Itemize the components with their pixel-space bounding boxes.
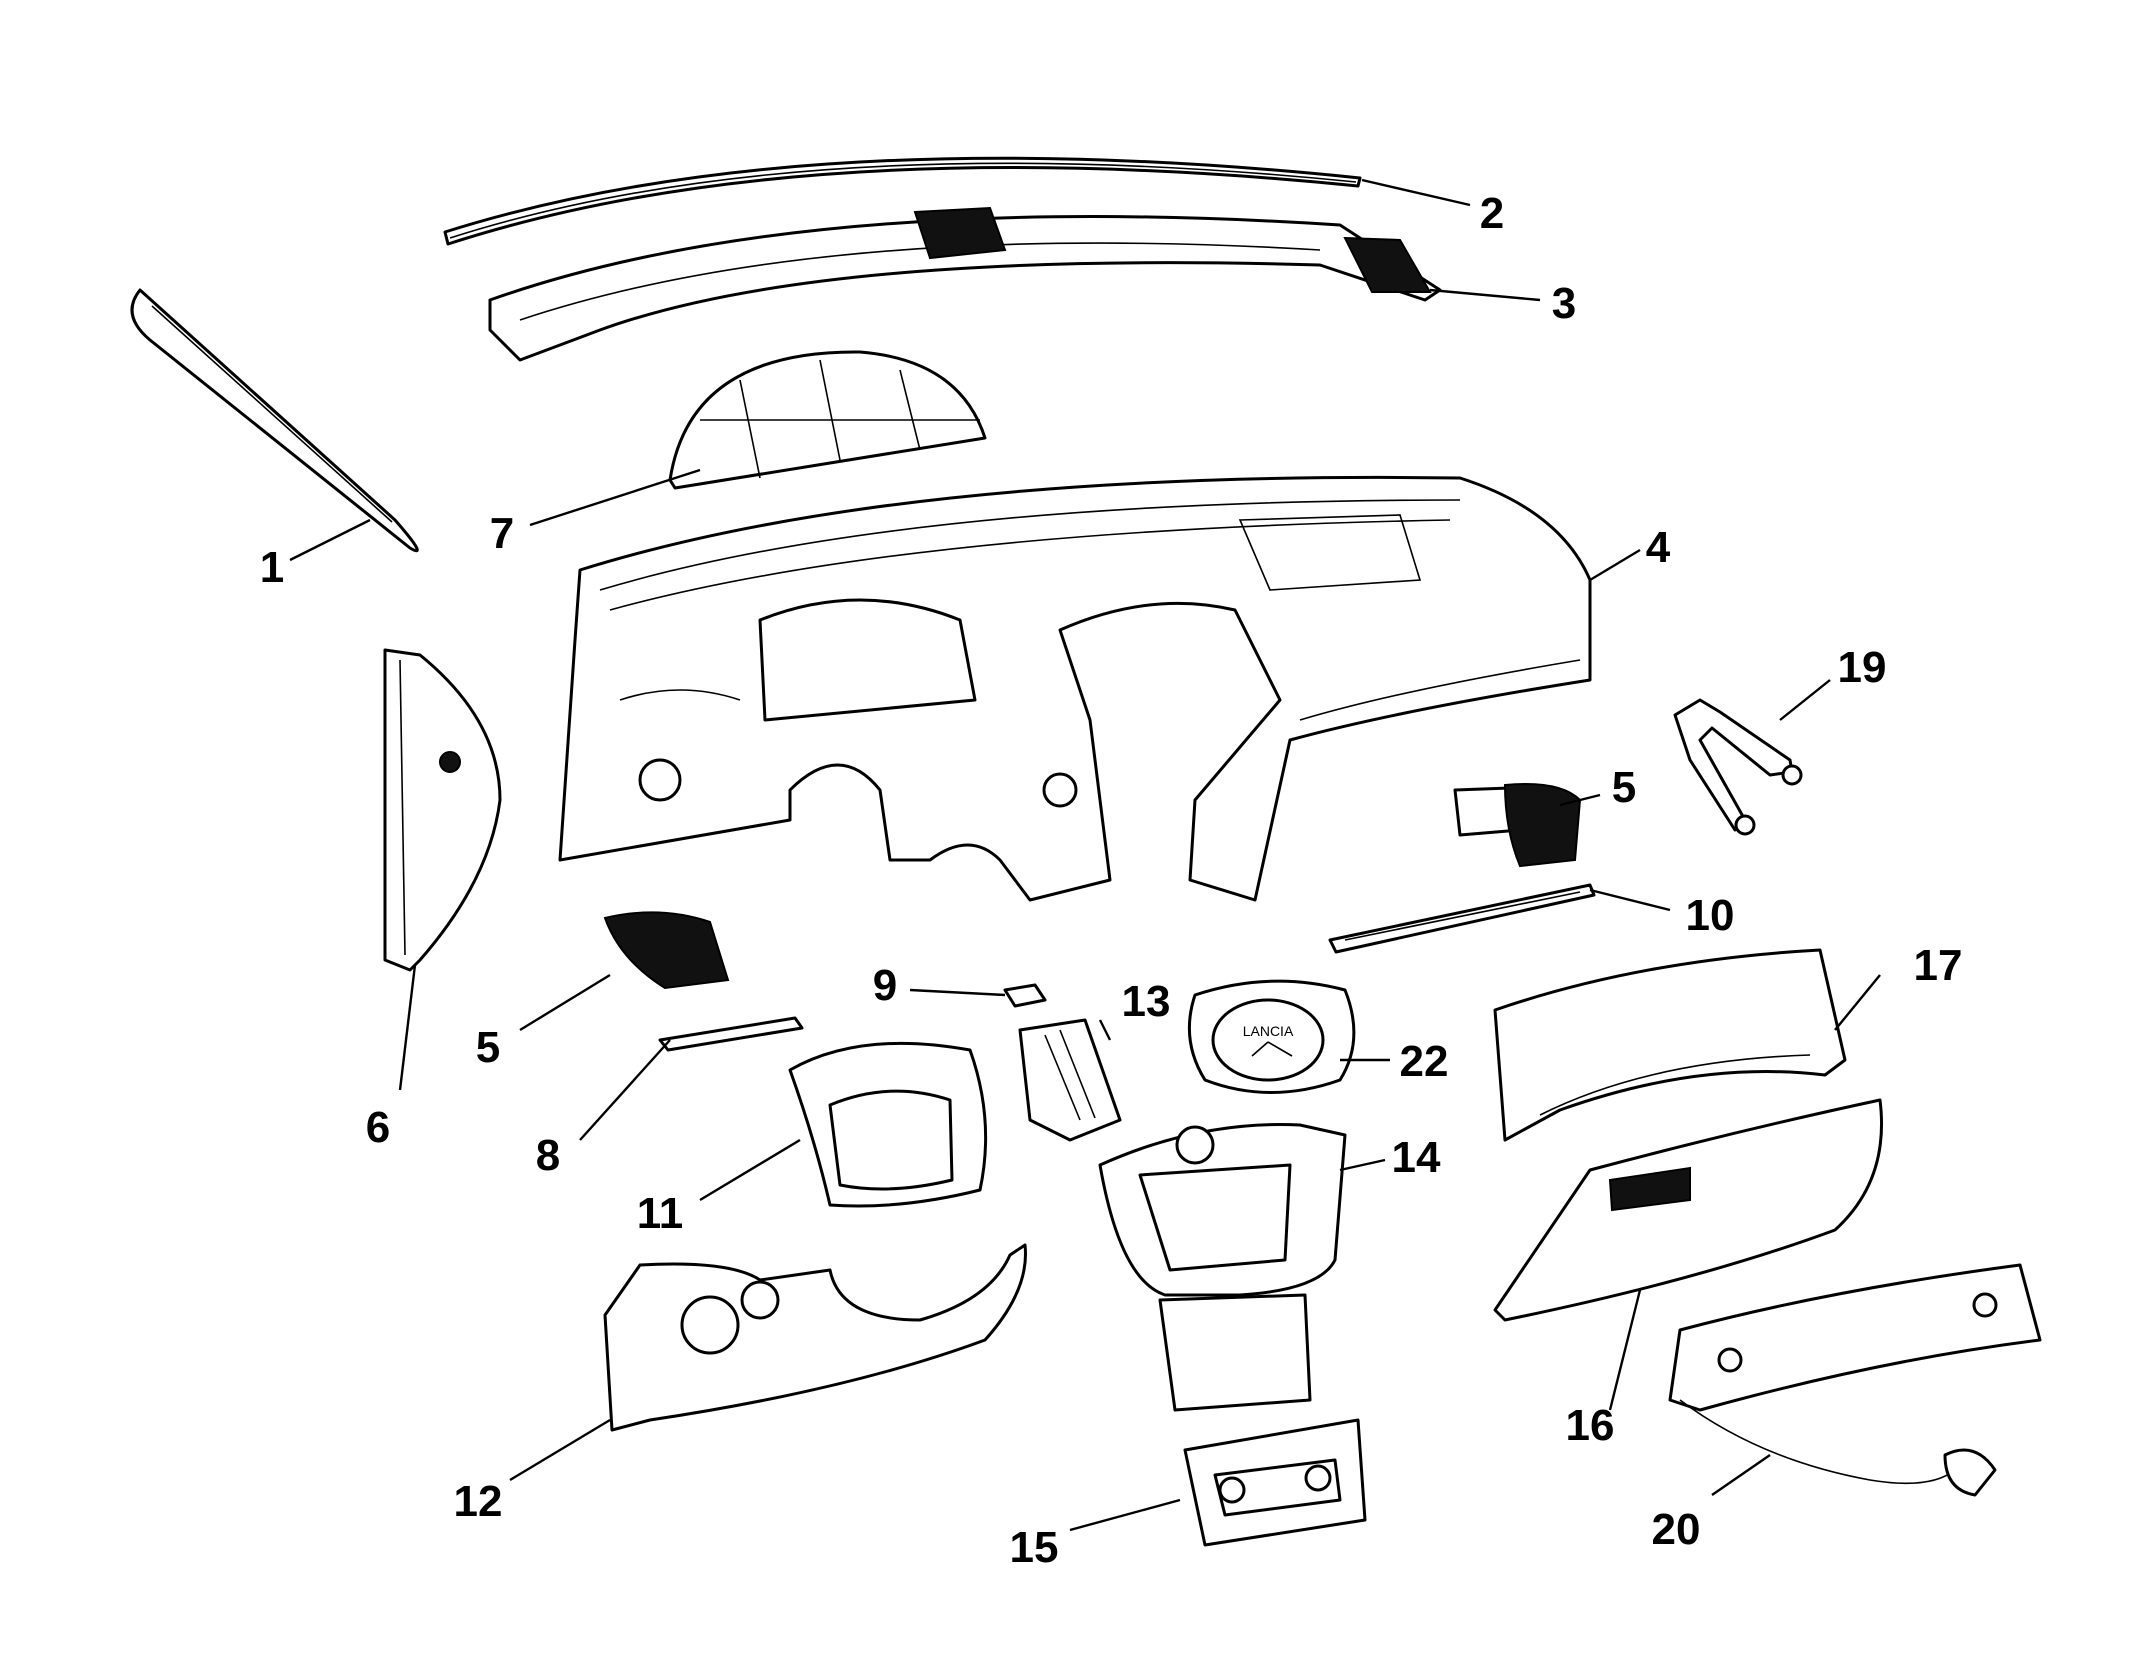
part-8-small-grille [658, 1016, 804, 1052]
part-7-instrument-hood [668, 350, 987, 490]
callout-12: 12 [454, 1477, 503, 1526]
part-14-center-bezel [1098, 1123, 1347, 1412]
part-10-vent-strip [1328, 883, 1596, 954]
part-9-clip [1003, 983, 1047, 1008]
callout-20: 20 [1652, 1505, 1701, 1554]
part-3-defroster-panel [488, 206, 1442, 362]
callout-5-right: 5 [1612, 763, 1636, 812]
part-4-dashboard-body [558, 475, 1592, 902]
callout-15: 15 [1010, 1523, 1059, 1572]
callout-2: 2 [1480, 189, 1504, 238]
callout-5-left: 5 [476, 1023, 500, 1072]
part-22-clock: LANCIA [1187, 979, 1356, 1094]
part-5-left-air-vent [603, 911, 730, 990]
callout-8: 8 [536, 1131, 560, 1180]
leader-lines [289, 178, 1881, 1532]
callout-16: 16 [1566, 1401, 1615, 1450]
callout-22: 22 [1400, 1037, 1449, 1086]
clock-brand-text: LANCIA [1243, 1023, 1294, 1039]
part-11-cluster-surround [788, 1041, 988, 1208]
part-15-heater-control [1183, 1418, 1367, 1547]
part-13-center-vent [1018, 1018, 1122, 1142]
callout-17: 17 [1914, 941, 1963, 990]
callout-7: 7 [490, 509, 514, 558]
callout-14: 14 [1392, 1133, 1441, 1182]
callout-numbers: 1 2 3 4 7 5 10 19 5 6 8 9 11 13 22 17 14… [260, 189, 1963, 1572]
part-19-bracket [1673, 698, 1803, 836]
part-12-knee-panel [603, 1243, 1027, 1432]
callout-1: 1 [260, 543, 284, 592]
part-2-upper-trim [443, 156, 1362, 246]
part-1-left-trim-strip [130, 288, 419, 553]
part-5-right-air-vent [1453, 783, 1582, 868]
callout-10: 10 [1686, 891, 1735, 940]
part-17-glovebox-upper [1493, 948, 1847, 1142]
callout-6: 6 [366, 1103, 390, 1152]
callout-4: 4 [1646, 523, 1671, 572]
callout-11: 11 [637, 1189, 684, 1238]
part-20-airbag-module [1668, 1263, 2042, 1497]
callout-13: 13 [1122, 977, 1171, 1026]
part-16-glovebox-door [1493, 1098, 1884, 1322]
callout-9: 9 [873, 961, 897, 1010]
callout-3: 3 [1552, 279, 1576, 328]
part-6-left-end-panel [383, 648, 502, 972]
callout-19: 19 [1838, 643, 1887, 692]
